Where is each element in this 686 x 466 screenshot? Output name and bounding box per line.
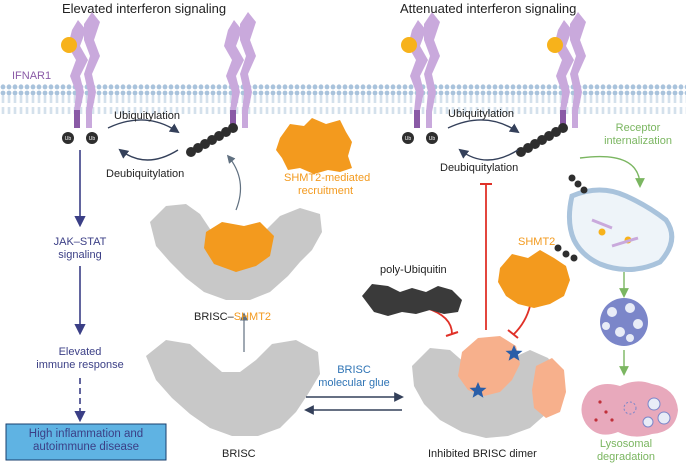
poly-ub-chain-left [186, 123, 238, 157]
ub-tag-3: Ub [405, 136, 412, 142]
cell-membrane [0, 84, 686, 114]
shmt2-blob-top [276, 118, 352, 174]
deubiquitylation-label-left: Deubiquitylation [106, 168, 185, 180]
ub-tag-2: Ub [89, 136, 96, 142]
recruitment-arrow [226, 154, 242, 211]
brisc-shmt2-label: BRISC–SHMT2 [194, 311, 271, 324]
receptor-left-2 [224, 12, 256, 128]
title-right: Attenuated interferon signaling [400, 1, 577, 16]
inhibited-brisc-dimer [412, 336, 566, 438]
recruitment-line2: recruitment [298, 184, 354, 197]
shmt2-blob-right [498, 250, 570, 308]
immune-line1: Elevated [58, 346, 102, 358]
star-icon [469, 382, 487, 398]
inhibition-line-shmt2 [513, 305, 531, 335]
ub-tag-4: Ub [429, 136, 436, 142]
internalization-line2: internalization [604, 134, 672, 147]
ubiquitylation-label-right: Ubiquitylation [448, 108, 515, 120]
multivesicular-body [600, 298, 648, 346]
receptor-right-2 [547, 12, 586, 128]
star-icon [505, 345, 523, 361]
ub-tag-1: Ub [65, 136, 72, 142]
deubiquitylation-arrow-left [118, 148, 179, 161]
title-left: Elevated interferon signaling [62, 1, 227, 16]
receptor-left-1 [61, 12, 100, 128]
brisc-shmt2-part2: SHMT2 [233, 311, 272, 323]
shmt2-label: SHMT2 [518, 236, 556, 248]
internalization-label: Receptor internalization [590, 122, 686, 147]
recruitment-line1: SHMT2-mediated [284, 172, 371, 184]
disease-line2: autoimmune disease [32, 441, 140, 454]
glue-line1: BRISC [337, 364, 371, 376]
brisc-shmt2-part1: BRISC– [194, 311, 234, 323]
ubiquitylation-arrow-left [107, 119, 180, 134]
brisc-shmt2-complex [150, 204, 322, 300]
ub-chain-vesicle [554, 174, 588, 262]
endocytic-vesicle [566, 187, 675, 272]
inhibited-brisc-label: Inhibited BRISC dimer [428, 448, 537, 460]
lysosomal-line1: Lysosomal [599, 438, 653, 450]
immune-response-label: Elevated immune response [20, 346, 140, 371]
poly-ubiquitin-blob [362, 284, 462, 316]
recruitment-label: SHMT2-mediated recruitment [284, 172, 370, 197]
deubiquitylation-arrow-right [458, 148, 519, 161]
ub-tags-left [62, 132, 98, 144]
poly-ub-chain-right [516, 123, 568, 157]
internalization-line1: Receptor [615, 122, 661, 134]
disease-line1: High inflammation and [28, 428, 144, 440]
deubiquitylation-label-right: Deubiquitylation [440, 162, 519, 174]
molecular-glue-label: BRISC molecular glue [302, 364, 406, 389]
disease-box-label: High inflammation and autoimmune disease [6, 428, 166, 454]
immune-line2: immune response [36, 358, 124, 371]
jak-stat-line1: JAK–STAT [53, 236, 107, 248]
ub-tags-right [402, 132, 438, 144]
lysosomal-line2: degradation [596, 450, 656, 463]
ifnar1-label: IFNAR1 [12, 70, 52, 82]
ubiquitylation-label-left: Ubiquitylation [114, 110, 181, 122]
poly-ubiquitin-label: poly-Ubiquitin [380, 264, 447, 276]
jak-stat-label: JAK–STAT signaling [40, 236, 120, 261]
brisc-label: BRISC [222, 448, 256, 460]
lysosomal-label: Lysosomal degradation [586, 438, 666, 463]
internalization-arrow [579, 155, 645, 188]
brisc-complex [146, 340, 320, 436]
ubiquitylation-arrow-right [447, 119, 520, 134]
lysosome [581, 381, 678, 437]
ifn-ligand-icon [61, 37, 77, 53]
disease-box [5, 423, 167, 461]
jak-stat-line2: signaling [58, 248, 102, 261]
receptor-right-1 [401, 12, 440, 128]
glue-line2: molecular glue [318, 376, 390, 389]
